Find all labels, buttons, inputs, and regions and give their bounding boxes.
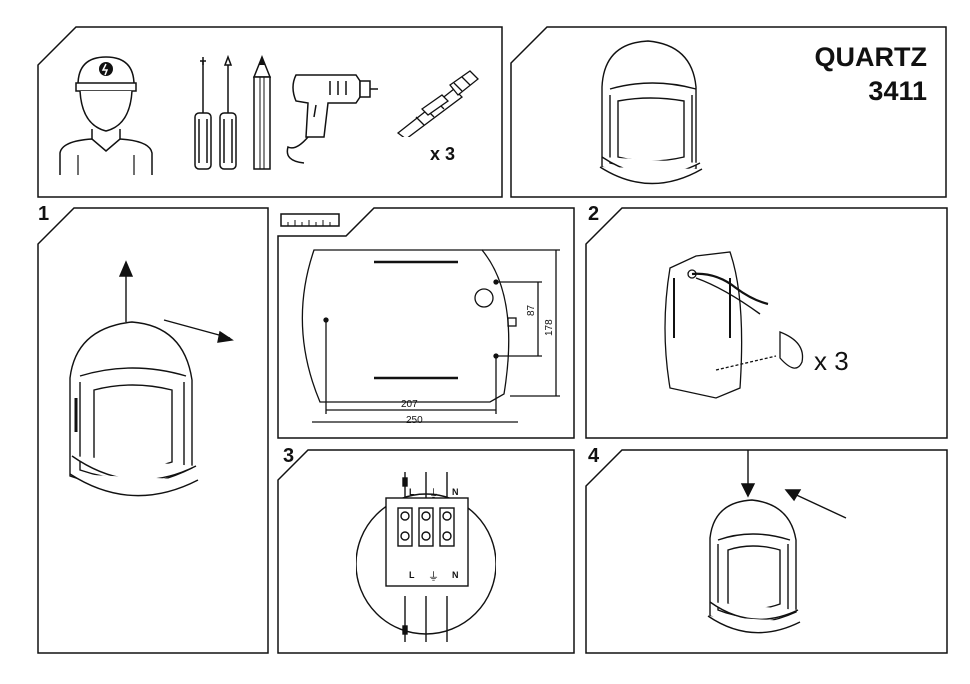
terminal-bottom-label-earth: ⏚ (428, 571, 439, 583)
screw-count-label: x 3 (814, 346, 849, 376)
dim-hole-spacing-h: 207 (401, 399, 418, 410)
product-name: QUARTZ (814, 42, 927, 72)
ruler-icon (280, 213, 340, 227)
product-panel: QUARTZ 3411 (510, 26, 947, 198)
wall-plate-wiring-drawing (664, 251, 804, 399)
step-number-1: 1 (38, 203, 50, 225)
step4-panel (585, 449, 948, 654)
terminal-top-label-n: N (452, 487, 459, 497)
step1-panel (37, 207, 269, 654)
dim-width-total: 250 (406, 415, 423, 426)
terminal-bottom-label-l: L (409, 570, 415, 580)
wall-plug-icon (396, 70, 479, 137)
drill-icon (286, 74, 378, 164)
terminal-bottom-label-n: N (452, 570, 459, 580)
step-number-4: 4 (588, 445, 600, 467)
panel-frame (277, 207, 575, 439)
step3-panel: L ⏚ N L ⏚ N (277, 449, 575, 654)
step-number-3: 3 (283, 445, 295, 467)
mounting-plate-panel: 207 250 87 178 (277, 207, 575, 439)
dim-hole-spacing-v: 87 (526, 304, 537, 316)
plug-count-label: x 3 (430, 144, 456, 164)
pencil-icon (252, 55, 272, 170)
tools-panel: x 3 (37, 26, 503, 198)
terminal-top-label-earth: ⏚ (428, 488, 439, 500)
lamp-fitting-drawing (707, 450, 847, 634)
dim-height-total: 178 (544, 319, 555, 336)
step-number-2: 2 (588, 203, 600, 225)
lamp-icon (69, 260, 234, 497)
terminal-top-label-l: L (409, 487, 415, 497)
mounting-plate-drawing (301, 249, 560, 423)
screwdrivers-icon (194, 55, 237, 170)
lamp-icon (599, 40, 703, 185)
electrician-icon (59, 56, 153, 175)
step2-panel: x 3 (585, 207, 948, 439)
product-model: 3411 (868, 76, 927, 106)
terminal-block-drawing (356, 472, 496, 642)
